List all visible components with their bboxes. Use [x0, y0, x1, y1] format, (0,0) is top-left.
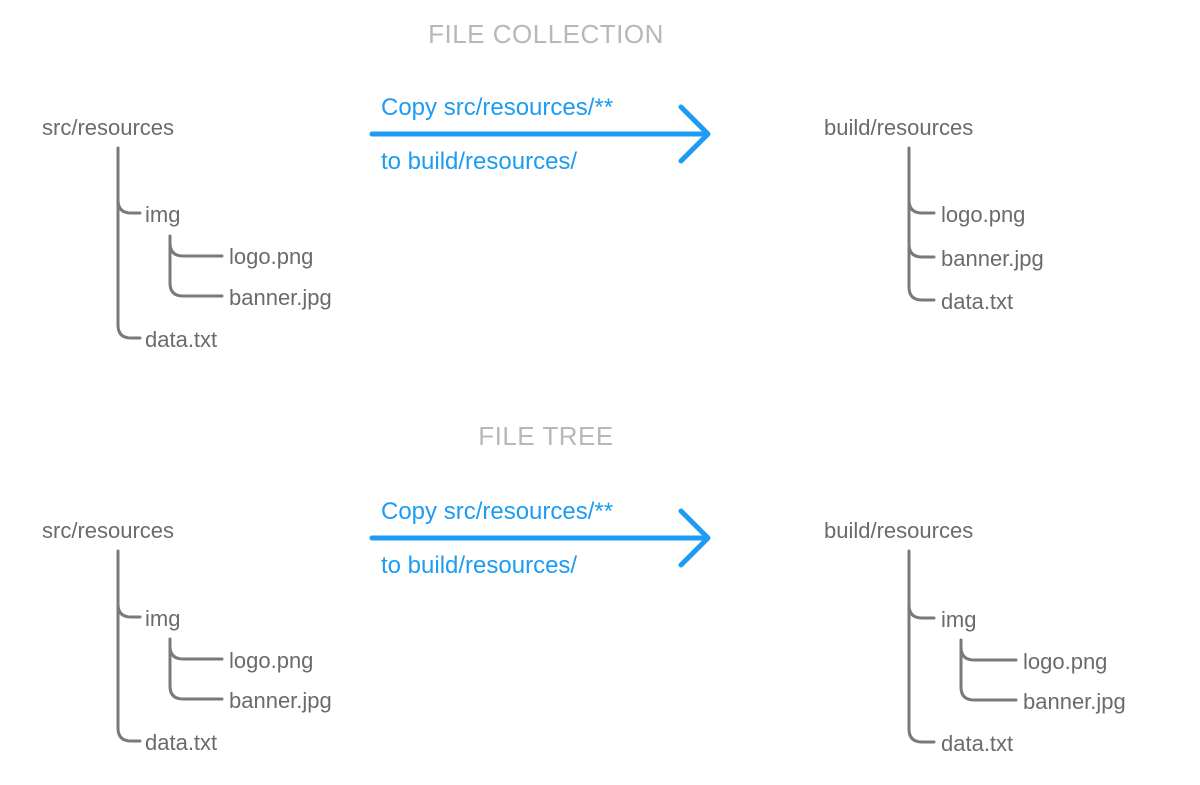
- target-root: build/resources: [824, 518, 974, 543]
- action-line1: Copy src/resources/**: [381, 94, 614, 121]
- target-file-banner: banner.jpg: [1023, 689, 1126, 714]
- source-file-logo: logo.png: [229, 244, 314, 269]
- source-file-banner: banner.jpg: [229, 688, 332, 713]
- source-file-data: data.txt: [145, 327, 218, 352]
- source-folder-img: img: [145, 606, 181, 631]
- target-file-logo: logo.png: [1023, 649, 1108, 674]
- target-folder-img: img: [941, 607, 977, 632]
- source-root: src/resources: [42, 115, 175, 140]
- source-file-data: data.txt: [145, 730, 218, 755]
- target-file-banner: banner.jpg: [941, 246, 1044, 271]
- target-file-data: data.txt: [941, 289, 1014, 314]
- source-tree-lines-tree: [116, 549, 224, 743]
- source-root: src/resources: [42, 518, 175, 543]
- source-folder-img: img: [145, 202, 181, 227]
- source-file-banner: banner.jpg: [229, 285, 332, 310]
- target-file-logo: logo.png: [941, 202, 1026, 227]
- source-tree-lines-collection: [116, 146, 224, 340]
- target-root: build/resources: [824, 115, 974, 140]
- section-title-collection: FILE COLLECTION: [428, 19, 664, 49]
- target-tree-lines-collection: [907, 146, 936, 302]
- action-line2: to build/resources/: [381, 148, 578, 175]
- action-line1: Copy src/resources/**: [381, 498, 614, 525]
- target-file-data: data.txt: [941, 731, 1014, 756]
- source-file-logo: logo.png: [229, 648, 314, 673]
- target-tree-lines-tree: [907, 549, 1018, 744]
- section-title-tree: FILE TREE: [478, 421, 614, 451]
- action-line2: to build/resources/: [381, 552, 578, 579]
